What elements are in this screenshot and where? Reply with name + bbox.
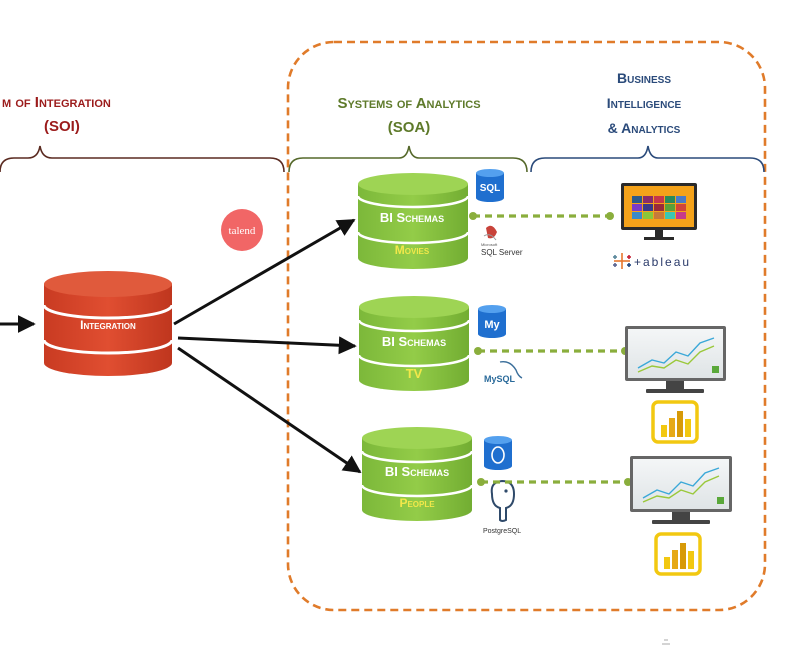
link-dot bbox=[477, 478, 485, 486]
azure-postgresql-icon bbox=[484, 436, 512, 470]
svg-text:Microsoft: Microsoft bbox=[481, 242, 498, 247]
svg-text:My: My bbox=[484, 319, 500, 331]
bi-header-line2: Intelligence bbox=[607, 95, 682, 111]
link-dot bbox=[606, 212, 614, 220]
svg-text:MySQL: MySQL bbox=[484, 374, 516, 384]
arrow-to-tv bbox=[177, 336, 357, 355]
bi-header-line3: & Analytics bbox=[608, 120, 681, 136]
schema-subject: TV bbox=[406, 366, 423, 381]
soa-boundary bbox=[286, 40, 767, 612]
talend-logo: talend bbox=[221, 209, 263, 251]
bi-schema-people: BI Schemas People bbox=[360, 427, 474, 521]
schema-subject: Movies bbox=[395, 243, 430, 257]
power-bi-logo bbox=[651, 400, 699, 444]
integration-label: Integration bbox=[80, 318, 136, 332]
schema-subject: People bbox=[399, 496, 435, 510]
postgresql-logo: PostgreSQL bbox=[483, 479, 521, 535]
soi-header-line2: (SOI) bbox=[44, 118, 80, 135]
soi-header-line1: m of Integration bbox=[2, 94, 111, 111]
svg-text:SQL: SQL bbox=[480, 183, 501, 194]
stray-mark bbox=[662, 639, 670, 645]
svg-text:+ableau: +ableau bbox=[634, 255, 691, 269]
schema-title: BI Schemas bbox=[380, 210, 444, 225]
svg-text:SQL Server: SQL Server bbox=[481, 248, 523, 257]
sql-server-logo: Microsoft SQL Server bbox=[481, 225, 523, 257]
bi-schema-movies: BI Schemas Movies bbox=[356, 173, 470, 269]
azure-mysql-icon: My bbox=[478, 305, 506, 338]
analytics-dashboard-monitor bbox=[630, 456, 732, 524]
bi-header-line1: Business bbox=[617, 70, 671, 86]
integration-database: Integration bbox=[42, 271, 174, 376]
analytics-dashboard-monitor bbox=[625, 326, 726, 393]
link-dot bbox=[474, 347, 482, 355]
mysql-logo: MySQL bbox=[484, 360, 523, 384]
soa-header-line1: Systems of Analytics bbox=[337, 95, 480, 112]
soa-brace bbox=[288, 145, 528, 173]
schema-title: BI Schemas bbox=[385, 464, 449, 479]
azure-sql-icon: SQL bbox=[476, 169, 504, 202]
arrow-to-movies bbox=[173, 218, 356, 326]
link-dot bbox=[469, 212, 477, 220]
arrow-to-people bbox=[177, 346, 362, 474]
tableau-dashboard-monitor bbox=[621, 183, 697, 240]
soi-brace bbox=[0, 145, 285, 173]
tableau-logo: +ableau bbox=[613, 253, 691, 269]
schema-title: BI Schemas bbox=[382, 334, 446, 349]
soa-header-line2: (SOA) bbox=[388, 119, 431, 136]
power-bi-logo bbox=[654, 532, 702, 576]
svg-text:PostgreSQL: PostgreSQL bbox=[483, 528, 521, 535]
bi-schema-tv: BI Schemas TV bbox=[357, 296, 471, 391]
svg-text:talend: talend bbox=[229, 225, 256, 237]
bi-brace bbox=[530, 145, 765, 173]
